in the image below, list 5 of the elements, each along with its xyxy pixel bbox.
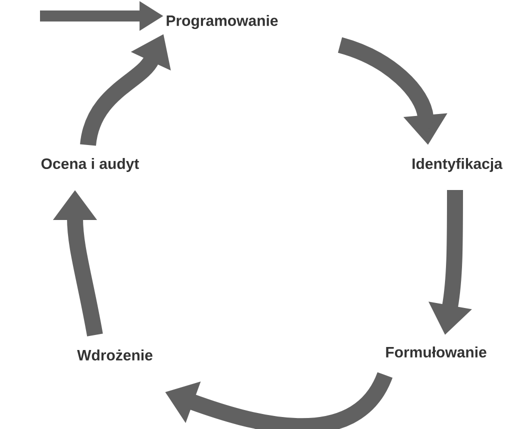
stage-label: Programowanie: [166, 14, 278, 30]
stage-label: Ocena i audyt: [41, 158, 139, 172]
stage-label: Formułowanie: [386, 346, 486, 358]
stage-label: Identyfikacja: [412, 158, 503, 172]
stage-label: Wdrożenie: [77, 350, 152, 360]
